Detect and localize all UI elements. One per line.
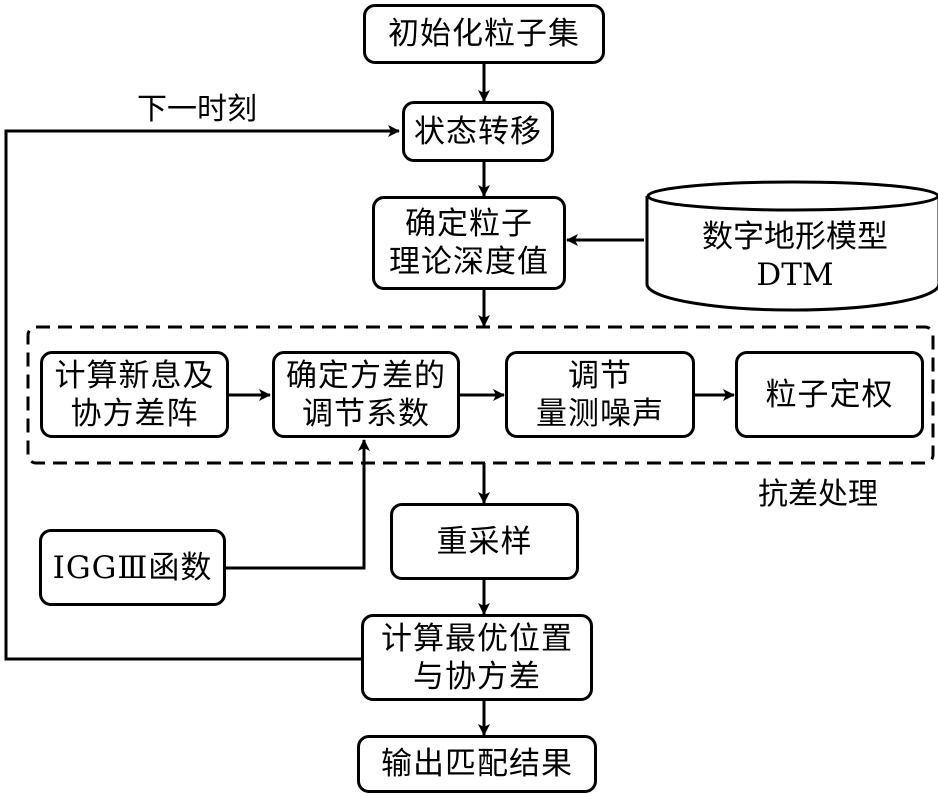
state-transition-box: 状态转移 [402, 101, 554, 162]
output-result-box: 输出匹配结果 [357, 735, 597, 793]
innovation-covariance-label-line2: 协方差阵 [70, 395, 199, 432]
resample-label: 重采样 [436, 523, 533, 560]
next-time-label: 下一时刻 [137, 92, 257, 127]
init-particles-box: 初始化粒子集 [363, 4, 605, 64]
state-transition-label: 状态转移 [414, 113, 542, 150]
theoretical-depth-box: 确定粒子 理论深度值 [372, 196, 566, 290]
variance-coefficient-box: 确定方差的 调节系数 [272, 351, 460, 438]
adjust-noise-label-line2: 量测噪声 [536, 395, 664, 432]
dtm-label-line2: DTM [756, 257, 834, 293]
optimal-position-label-line2: 与协方差 [413, 658, 541, 695]
particle-weighting-label: 粒子定权 [765, 376, 894, 413]
dtm-label: 数字地形模型 DTM [655, 218, 935, 294]
dtm-label-line1: 数字地形模型 [702, 219, 888, 255]
init-particles-label: 初始化粒子集 [388, 16, 580, 52]
igg-function-label: IGGⅢ函数 [52, 549, 213, 586]
innovation-covariance-box: 计算新息及 协方差阵 [40, 351, 229, 438]
arrow-next-time-feedback [4, 125, 400, 661]
optimal-position-label-line1: 计算最优位置 [381, 620, 573, 657]
theoretical-depth-label-line1: 确定粒子 [405, 206, 533, 242]
robust-processing-group [26, 325, 935, 465]
resample-box: 重采样 [390, 503, 579, 580]
theoretical-depth-label-line2: 理论深度值 [389, 244, 549, 280]
particle-weighting-box: 粒子定权 [735, 351, 924, 438]
output-result-label: 输出匹配结果 [381, 746, 573, 782]
optimal-position-box: 计算最优位置 与协方差 [361, 614, 593, 701]
adjust-noise-label-line1: 调节 [568, 357, 632, 394]
igg-function-box: IGGⅢ函数 [39, 529, 226, 606]
variance-coefficient-label-line1: 确定方差的 [286, 357, 446, 394]
adjust-noise-box: 调节 量测噪声 [505, 351, 695, 438]
arrow-igg-to-coef [225, 439, 370, 570]
innovation-covariance-label-line1: 计算新息及 [54, 357, 215, 394]
dtm-database-cylinder [645, 180, 938, 312]
robust-processing-label: 抗差处理 [758, 477, 878, 512]
variance-coefficient-label-line2: 调节系数 [302, 395, 430, 432]
